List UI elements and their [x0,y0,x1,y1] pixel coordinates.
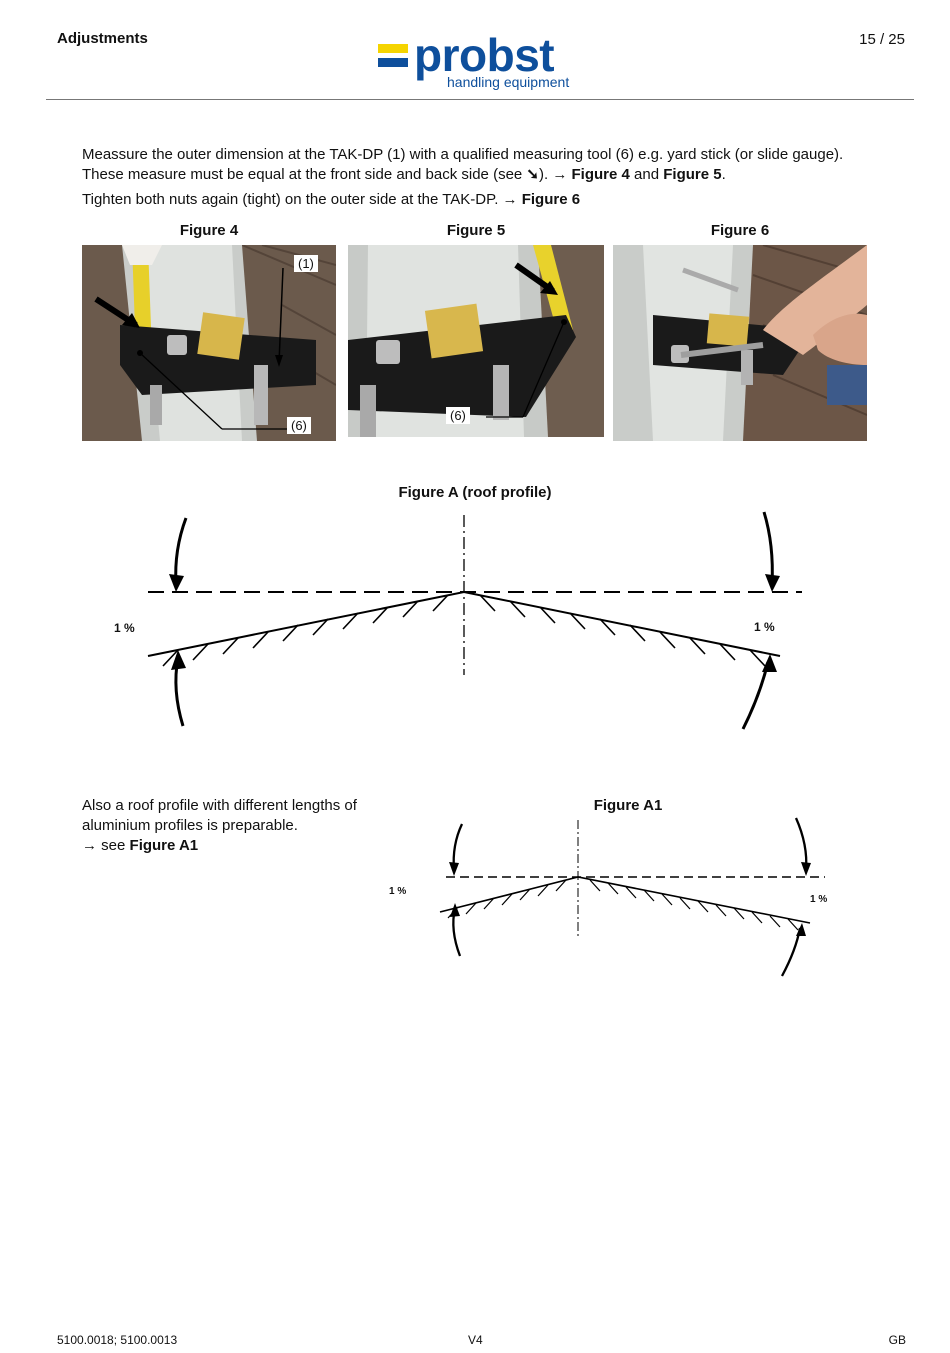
probst-logo: probst handling equipment [378,29,590,94]
figure-6-title: Figure 6 [710,222,770,239]
footer-language: GB [888,1333,906,1347]
instruction-line-1: Meassure the outer dimension at the TAK-… [82,146,844,163]
figure-6-photo [613,245,867,441]
figure-a1-left-percent: 1 % [389,886,407,897]
figure-a-title: Figure A (roof profile) [398,484,552,501]
figure-5-photo: (6) [348,245,604,437]
section2-line-3: → see Figure A1 [82,836,198,856]
ref-figure-4: Figure 4 [571,166,630,183]
ref-figure-5: Figure 5 [663,166,722,183]
figure-a1-angle-arrows [452,817,808,977]
logo-word: probst [414,29,555,81]
figure-a-angle-arrows [174,511,774,730]
figure-4-title: Figure 4 [179,222,239,239]
figure-a1-profile-line [439,876,811,924]
section-title: Adjustments [57,30,148,47]
figure-a1-right-percent: 1 % [810,894,828,905]
figure-4-photo: (1) (6) [82,245,336,441]
logo-blue-bar [378,58,408,67]
figure-5-label-6: (6) [446,407,470,424]
footer-article-numbers: 5100.0018; 5100.0013 [57,1333,178,1347]
figure-4-label-1: (1) [294,255,318,272]
section2-line-2: aluminium profiles is preparable. [82,817,298,834]
figure-a1-hatching [447,879,799,931]
line2-pre: These measure must be equal at the front… [82,166,527,183]
diagonal-arrow-icon: ➘ [526,166,539,183]
figure-4-label-6: (6) [287,417,311,434]
ref-figure-a1: Figure A1 [129,837,199,854]
section2-line-3-pre: → see [82,837,130,854]
instruction-line-2: These measure must be equal at the front… [82,165,726,185]
figure-a-roof-profile [147,511,802,730]
figure-a-hatching [162,594,766,667]
line3-pre: Tighten both nuts again (tight) on the o… [82,191,522,208]
figure-5-title: Figure 5 [446,222,506,239]
line2-and: and [629,166,664,183]
section2-line-1: Also a roof profile with different lengt… [82,797,357,814]
page-number: 15 / 25 [859,31,905,48]
figure-a1-roof-profile [439,817,825,977]
line2-end: . [721,166,726,183]
ref-figure-6: Figure 6 [521,191,581,208]
logo-tagline: handling equipment [447,74,570,90]
figure-a-profile-line [147,590,781,657]
figure-a-left-percent: 1 % [114,621,135,635]
logo-yellow-bar [378,44,408,53]
figure-a1-title: Figure A1 [593,797,663,814]
footer-version: V4 [468,1333,483,1347]
figure-a-right-percent: 1 % [754,620,775,634]
line2-mid: ). → [539,166,572,183]
instruction-line-3: Tighten both nuts again (tight) on the o… [82,190,580,210]
header-divider [46,99,914,100]
